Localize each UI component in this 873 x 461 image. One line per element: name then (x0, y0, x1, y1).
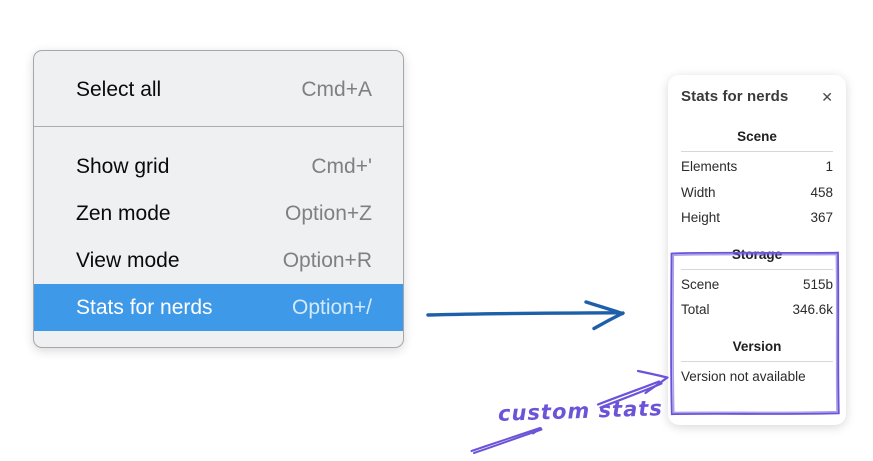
menu-item-shortcut: Option+R (282, 248, 372, 272)
menu-item-label: Show grid (76, 154, 170, 178)
section-header-scene: Scene (737, 129, 777, 144)
menu-item-label: Select all (76, 77, 162, 101)
stat-label: Elements (681, 159, 738, 174)
menu-divider (34, 126, 403, 127)
stat-value: 346.6k (792, 302, 833, 317)
stat-label: Height (681, 210, 721, 225)
section-divider (681, 151, 833, 152)
section-divider (681, 360, 833, 362)
stat-row-width: Width 458 (681, 180, 833, 206)
close-icon[interactable]: ✕ (821, 88, 833, 105)
menu-item-zen-mode[interactable]: Zen mode Option+Z (34, 190, 403, 237)
stats-panel-title: Stats for nerds (681, 88, 789, 105)
menu-item-label: Zen mode (76, 201, 171, 225)
stat-value: 367 (810, 210, 833, 225)
menu-item-label: Stats for nerds (76, 295, 213, 319)
stat-value: 1 (825, 159, 833, 174)
menu-item-view-mode[interactable]: View mode Option+R (34, 237, 403, 284)
annotation-arrow-small (470, 427, 543, 454)
menu-item-select-all[interactable]: Select all Cmd+A (34, 66, 403, 113)
annotation-label-custom-stats: custom stats (497, 396, 664, 426)
stat-label: Width (681, 184, 716, 200)
context-menu: Select all Cmd+A Show grid Cmd+' Zen mod… (33, 50, 404, 348)
stat-row-scene-size: Scene 515b (681, 272, 833, 298)
menu-item-show-grid[interactable]: Show grid Cmd+' (34, 143, 403, 190)
flow-arrow (426, 300, 625, 331)
stat-row-total-size: Total 346.6k (681, 297, 833, 323)
stat-value: 515b (802, 276, 833, 292)
section-header-storage: Storage (731, 246, 783, 262)
stat-row-elements: Elements 1 (681, 154, 833, 180)
stat-label: Scene (681, 276, 720, 292)
stat-row-height: Height 367 (681, 205, 833, 231)
menu-item-shortcut: Option+Z (285, 201, 372, 225)
menu-item-shortcut: Cmd+A (301, 77, 372, 101)
stat-label: Total (681, 302, 710, 317)
menu-item-shortcut: Cmd+' (311, 154, 372, 178)
stat-value: 458 (810, 184, 833, 200)
menu-item-label: View mode (76, 248, 180, 272)
section-header-version: Version (732, 338, 782, 354)
menu-item-stats-for-nerds[interactable]: Stats for nerds Option+/ (34, 284, 403, 331)
section-divider (681, 268, 833, 270)
menu-item-shortcut: Option+/ (292, 295, 372, 319)
stats-panel-header: Stats for nerds ✕ (681, 88, 833, 105)
stats-panel: Stats for nerds ✕ Scene Elements 1 Width… (668, 75, 846, 425)
version-note: Version not available (681, 368, 806, 384)
